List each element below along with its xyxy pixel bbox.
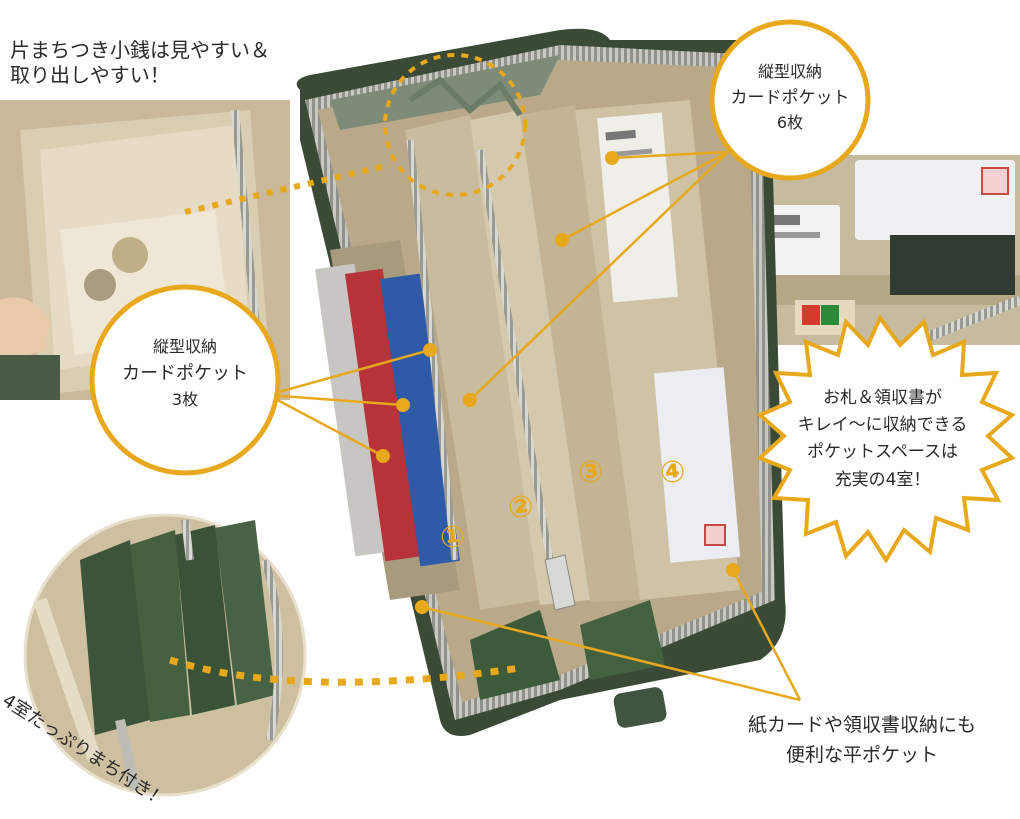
- flat-pocket-callout: 紙カードや領収書収納にも 便利な平ポケット: [712, 710, 1012, 771]
- callout-line: カードポケット: [122, 362, 248, 384]
- callout-line: 充実の4室！: [834, 469, 931, 490]
- compartment-number-2: ②: [506, 488, 536, 527]
- callout-line: お札＆領収書が: [823, 388, 942, 408]
- inset-photo-gusset: [23, 513, 307, 797]
- compartment-number-1: ①: [438, 518, 468, 557]
- caption-line: 取り出しやすい！: [10, 63, 170, 87]
- callout-line: 6枚: [776, 113, 804, 133]
- callout-line: 縦型収納: [152, 337, 217, 356]
- callout-line: キレイ〜に収納できる: [797, 415, 968, 436]
- card-pocket-3-callout: 縦型収納 カードポケット 3枚: [95, 335, 275, 412]
- starburst-bubble: [756, 314, 1016, 564]
- caption-line: 片まちつき小銭は見やすい＆: [10, 38, 270, 62]
- card-pocket-6-callout: 縦型収納 カードポケット 6枚: [712, 60, 868, 136]
- compartment-number-4: ④: [658, 453, 688, 492]
- inset-photo-card-slots: [745, 155, 1020, 345]
- connector-dots: [376, 151, 740, 614]
- callout-bubbles: [89, 19, 1016, 564]
- callout-line: カードポケット: [730, 87, 850, 108]
- callout-line: 3枚: [171, 389, 199, 409]
- annotation-lines: [168, 53, 802, 702]
- bill-pockets-callout: お札＆領収書が キレイ〜に収納できる ポケットスペースは 充実の4室！: [775, 385, 990, 494]
- wallet-main: [296, 28, 786, 736]
- callout-line: 縦型収納: [757, 62, 822, 81]
- coin-pocket-caption: 片まちつき小銭は見やすい＆ 取り出しやすい！: [10, 38, 270, 88]
- callout-line: ポケットスペースは: [807, 442, 958, 463]
- callout-line: 紙カードや領収書収納にも: [747, 714, 976, 736]
- callout-line: 便利な平ポケット: [785, 744, 938, 767]
- compartment-number-3: ③: [576, 453, 606, 492]
